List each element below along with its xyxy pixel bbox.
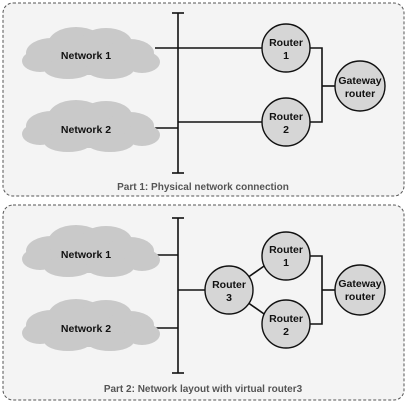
router2-label-line2: 2: [283, 124, 289, 136]
router2-node: Router 2: [261, 97, 311, 147]
part2-panel: Network 1 Network 2 Router 3 Router 1 Ro…: [2, 204, 405, 401]
part2-router1-label-line2: 1: [283, 257, 289, 269]
part2-gateway-label-line2: router: [345, 291, 375, 303]
router3-label-line2: 3: [226, 292, 232, 304]
router-icon: [261, 299, 311, 349]
part2-caption: Part 2: Network layout with virtual rout…: [104, 384, 303, 395]
part1-caption: Part 1: Physical network connection: [117, 182, 289, 193]
part2-network2-cloud: Network 2: [22, 299, 160, 351]
router3-node: Router 3: [204, 265, 254, 315]
part2-router1-node: Router 1: [261, 231, 311, 281]
part2-connections: [155, 217, 335, 374]
part2-gateway-router-node: Gateway router: [334, 264, 386, 316]
router-icon: [261, 97, 311, 147]
part2-gateway-label-line1: Gateway: [338, 278, 381, 290]
router-icon: [261, 231, 311, 281]
router2-label-line1: Router: [269, 111, 303, 123]
part1-panel: Network 1 Network 2 Router 1 Router 2 Ga…: [2, 2, 405, 197]
gateway-router-node: Gateway router: [334, 60, 386, 112]
router3-label-line1: Router: [212, 279, 246, 291]
part2-router1-label-line1: Router: [269, 244, 303, 256]
part2-network1-cloud: Network 1: [22, 225, 160, 277]
gateway-label-line1: Gateway: [338, 75, 381, 87]
router1-label-line1: Router: [269, 37, 303, 49]
gateway-label-line2: router: [345, 88, 375, 100]
part2-network2-label: Network 2: [61, 323, 111, 335]
router1-node: Router 1: [261, 23, 311, 73]
part2-network1-label: Network 1: [61, 249, 111, 261]
part2-router2-label-line2: 2: [283, 326, 289, 338]
network1-label: Network 1: [61, 50, 111, 62]
router-icon: [334, 264, 386, 316]
router-icon: [261, 23, 311, 73]
network1-cloud: Network 1: [22, 27, 160, 79]
router1-label-line2: 1: [283, 50, 289, 62]
part2-router2-label-line1: Router: [269, 313, 303, 325]
part2-router2-node: Router 2: [261, 299, 311, 349]
network2-cloud: Network 2: [22, 100, 160, 152]
part1-gateway-bracket: [310, 47, 323, 123]
network2-label: Network 2: [61, 124, 111, 136]
part1-connections: [155, 12, 335, 174]
router-icon: [334, 60, 386, 112]
router-icon: [204, 265, 254, 315]
